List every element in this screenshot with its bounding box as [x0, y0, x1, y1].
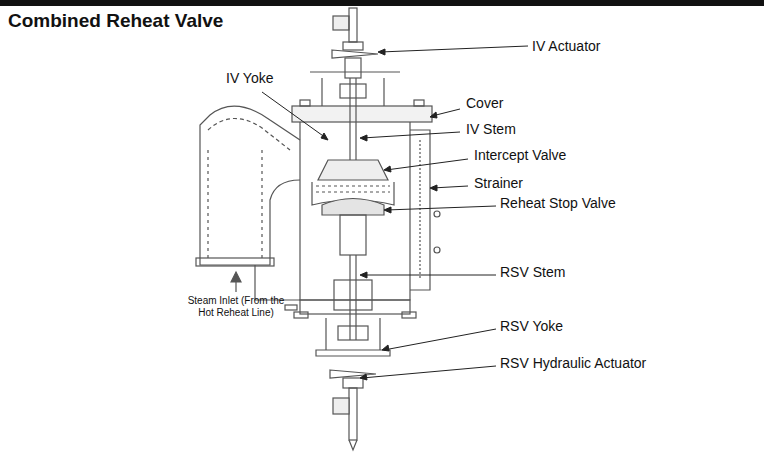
diagram-title: Combined Reheat Valve: [8, 10, 223, 32]
leader-lines: [262, 46, 528, 380]
part-label: RSV Hydraulic Actuator: [500, 355, 646, 371]
inlet-note: Steam Inlet (From the Hot Reheat Line): [186, 295, 286, 319]
part-label: Intercept Valve: [474, 147, 566, 163]
part-label: IV Actuator: [532, 38, 600, 54]
part-label: IV Stem: [466, 121, 516, 137]
part-label: Cover: [466, 95, 503, 111]
part-label: RSV Yoke: [500, 318, 563, 334]
part-label: Strainer: [474, 175, 523, 191]
part-label: RSV Stem: [500, 264, 565, 280]
part-label: IV Yoke: [226, 70, 274, 86]
part-label: Reheat Stop Valve: [500, 195, 616, 211]
valve-drawing: [196, 8, 440, 450]
top-bar: [0, 0, 764, 6]
